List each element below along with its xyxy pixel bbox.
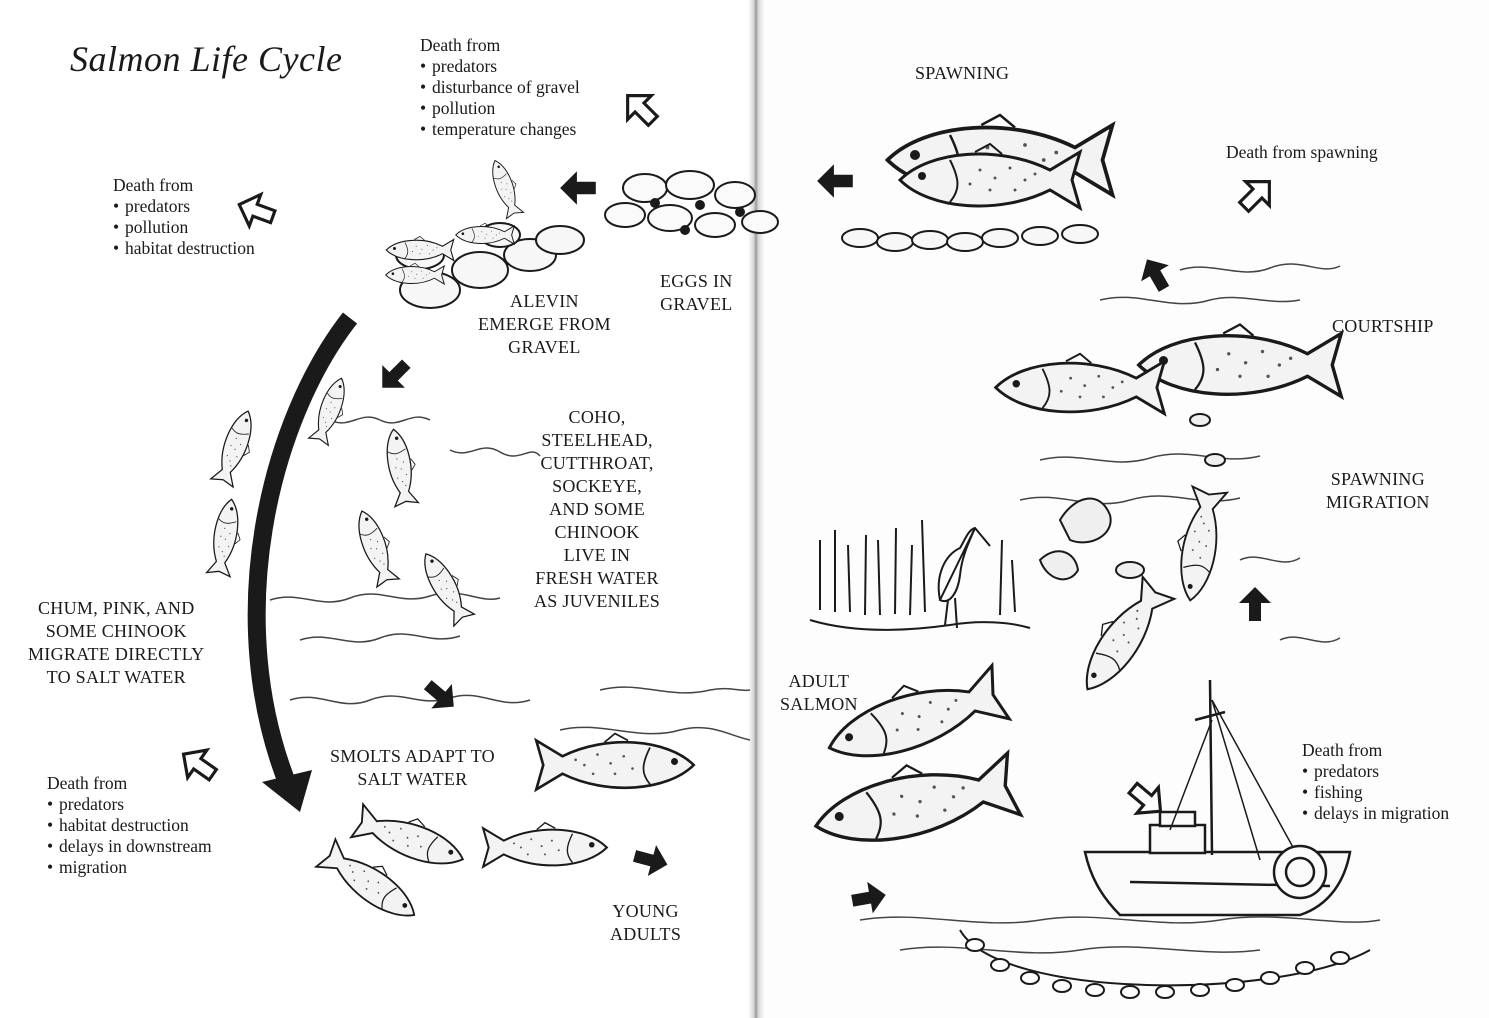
label-freshwater-juveniles: COHO, STEELHEAD, CUTTHROAT, SOCKEYE, AND SOM… [534, 406, 660, 613]
fish-illustrations [205, 115, 1344, 930]
gravel-eggs [604, 170, 779, 238]
label-line: TO SALT WATER [46, 667, 186, 687]
label-line: CHINOOK [554, 522, 640, 542]
label-spawning-migration-line1: SPAWNING [1330, 469, 1425, 489]
arrow-eggs-to-alevin [560, 171, 596, 205]
death-cause-item: habitat destruction [113, 238, 255, 259]
label-smolts-line2: SALT WATER [357, 769, 468, 789]
death-note-smolts-heading: Death from [47, 773, 128, 793]
label-spawning: SPAWNING [915, 63, 1010, 83]
label-line: STEELHEAD, [541, 430, 653, 450]
death-cause-item: predators [1302, 761, 1449, 782]
label-alevin-line3: GRAVEL [508, 337, 581, 357]
label-line: COHO, [568, 407, 626, 427]
adult-salmon-2 [805, 742, 1023, 859]
label-eggs-in-gravel: EGGS IN GRAVEL [660, 270, 733, 316]
right-page [752, 0, 1489, 1018]
label-eggs-line1: EGGS IN [660, 271, 733, 291]
label-alevin: ALEVIN EMERGE FROM GRAVEL [478, 290, 611, 359]
death-note-smolts-list: predatorshabitat destructiondelays in do… [47, 794, 212, 878]
death-note-eggs-list: predatorsdisturbance of gravelpollutiont… [420, 56, 580, 140]
death-cause-item: temperature changes [420, 119, 580, 140]
label-direct-to-salt-water: CHUM, PINK, AND SOME CHINOOK MIGRATE DIREC… [28, 597, 205, 689]
label-line: MIGRATE DIRECTLY [28, 644, 205, 664]
stream-rocks [1038, 413, 1226, 581]
fishing-boat [1083, 679, 1352, 917]
arrow-to-adult-salmon [849, 879, 889, 917]
label-line: FRESH WATER [535, 568, 659, 588]
arrow-to-migration [1239, 587, 1271, 621]
label-line: SOCKEYE, [552, 476, 642, 496]
label-line: LIVE IN [563, 545, 631, 565]
death-cause-item: delays in downstream [47, 836, 212, 857]
young-adult-fish-1 [482, 821, 608, 868]
direct-migration-arrow [247, 312, 358, 812]
juvenile-fish-4 [380, 425, 423, 508]
arrow-to-spawning [1133, 251, 1178, 297]
death-note-alevin: Death from predatorspollutionhabitat des… [113, 175, 255, 259]
death-cause-item: delays in migration [1302, 803, 1449, 824]
label-adult-salmon: ADULT SALMON [780, 670, 858, 716]
migration-fish-1 [1066, 572, 1176, 702]
death-note-eggs: Death from predatorsdisturbance of grave… [420, 35, 580, 140]
fishing-net-floats [959, 929, 1371, 999]
label-alevin-line1: ALEVIN [510, 291, 579, 311]
death-cause-item: disturbance of gravel [420, 77, 580, 98]
label-spawning-migration-line2: MIGRATION [1326, 492, 1430, 512]
juvenile-fish-2 [205, 496, 248, 579]
label-line: CHUM, PINK, AND [37, 598, 195, 618]
death-note-eggs-heading: Death from [420, 35, 501, 55]
young-adult-fish-2 [350, 798, 472, 877]
juvenile-fish-1 [210, 406, 264, 489]
death-cause-item: predators [420, 56, 580, 77]
arrow-to-young-adults [630, 840, 672, 881]
death-note-alevin-heading: Death from [113, 175, 194, 195]
death-note-spawning: Death from spawning [1226, 142, 1378, 162]
label-line: AS JUVENILES [534, 591, 661, 611]
label-courtship: COURTSHIP [1332, 316, 1434, 336]
death-arrow-eggs [614, 82, 667, 135]
death-arrow-spawning [1230, 168, 1283, 221]
label-line: AND SOME [549, 499, 646, 519]
death-note-smolts: Death from predatorshabitat destructiond… [47, 773, 212, 878]
label-smolts: SMOLTS ADAPT TO SALT WATER [330, 745, 495, 791]
death-cause-item: fishing [1302, 782, 1449, 803]
label-young-line2: ADULTS [610, 924, 682, 944]
label-smolts-line1: SMOLTS ADAPT TO [330, 746, 495, 766]
label-young-line1: YOUNG [612, 901, 679, 921]
spawning-gravel [841, 224, 1099, 252]
arrow-spawning-to-eggs [817, 164, 853, 198]
death-cause-item: pollution [113, 217, 255, 238]
death-cause-item: predators [113, 196, 255, 217]
label-line: SOME CHINOOK [45, 621, 187, 641]
label-young-adults: YOUNG ADULTS [610, 900, 681, 946]
death-note-adults: Death from predatorsfishingdelays in mig… [1302, 740, 1449, 824]
death-cause-item: habitat destruction [47, 815, 212, 836]
smolt-fish-1 [534, 732, 696, 791]
alevin-fish-1 [485, 155, 527, 220]
migration-fish-2 [1167, 484, 1229, 605]
death-cause-item: pollution [420, 98, 580, 119]
label-alevin-line2: EMERGE FROM [478, 314, 611, 334]
book-gutter [748, 0, 764, 1018]
death-note-alevin-list: predatorspollutionhabitat destruction [113, 196, 255, 259]
death-note-adults-list: predatorsfishingdelays in migration [1302, 761, 1449, 824]
label-spawning-migration: SPAWNING MIGRATION [1326, 468, 1430, 514]
death-cause-item: migration [47, 857, 212, 878]
label-adult-line1: ADULT [788, 671, 850, 691]
page-title: Salmon Life Cycle [70, 39, 343, 79]
heron-reeds [809, 519, 1031, 631]
courtship-fish-1 [1136, 322, 1344, 399]
label-adult-line2: SALMON [780, 694, 858, 714]
juvenile-fish-5 [350, 505, 404, 588]
arrow-alevin-to-juveniles [370, 352, 418, 400]
label-eggs-line2: GRAVEL [660, 294, 733, 314]
label-line: CUTTHROAT, [540, 453, 654, 473]
death-cause-item: predators [47, 794, 212, 815]
death-note-adults-heading: Death from [1302, 740, 1383, 760]
juvenile-fish-6 [414, 545, 479, 627]
